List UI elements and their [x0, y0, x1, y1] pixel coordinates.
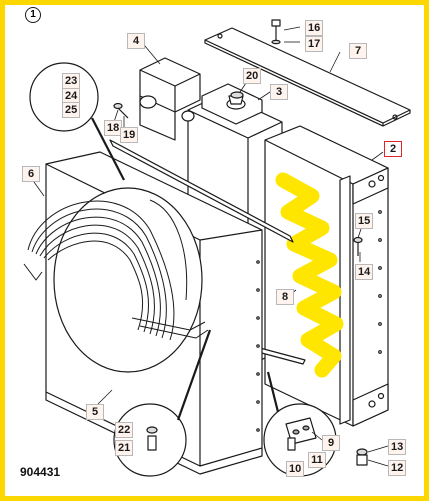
callout-6: 6	[22, 166, 40, 182]
callout-16: 16	[305, 20, 324, 36]
callout-22: 22	[115, 422, 134, 438]
callout-2-highlighted: 2	[384, 141, 402, 157]
callout-11: 11	[308, 452, 326, 468]
callout-7: 7	[349, 43, 367, 59]
callout-25: 25	[62, 102, 81, 118]
callout-21: 21	[115, 440, 134, 456]
filler-cap-20	[230, 91, 244, 99]
callout-18: 18	[104, 120, 123, 136]
side-frame-holes	[378, 210, 382, 354]
callout-8: 8	[276, 289, 294, 305]
cover-plate	[204, 27, 411, 127]
callout-24: 24	[62, 88, 81, 104]
callout-23: 23	[62, 73, 81, 89]
callout-3: 3	[270, 84, 288, 100]
highlight-squiggle	[275, 172, 344, 378]
bolt-18-19	[113, 102, 129, 119]
drawing-code: 904431	[20, 465, 61, 479]
callout-4: 4	[127, 33, 145, 49]
callout-10: 10	[286, 461, 305, 477]
callout-19: 19	[120, 127, 139, 143]
figure-reference-number: 1	[25, 7, 41, 23]
callout-20: 20	[243, 68, 262, 84]
fan-guard-mesh	[23, 199, 209, 341]
callout-14: 14	[355, 264, 374, 280]
top-tank	[139, 57, 201, 141]
callout-13: 13	[388, 439, 407, 455]
shroud-holes	[256, 260, 260, 432]
callout-12: 12	[388, 460, 407, 476]
callout-15: 15	[355, 213, 374, 229]
callout-17: 17	[305, 36, 324, 52]
callout-5: 5	[86, 404, 104, 420]
fastener-12-13	[356, 448, 368, 466]
tie-rod	[109, 139, 306, 365]
callout-9: 9	[322, 435, 340, 451]
bolt-16	[271, 19, 281, 45]
